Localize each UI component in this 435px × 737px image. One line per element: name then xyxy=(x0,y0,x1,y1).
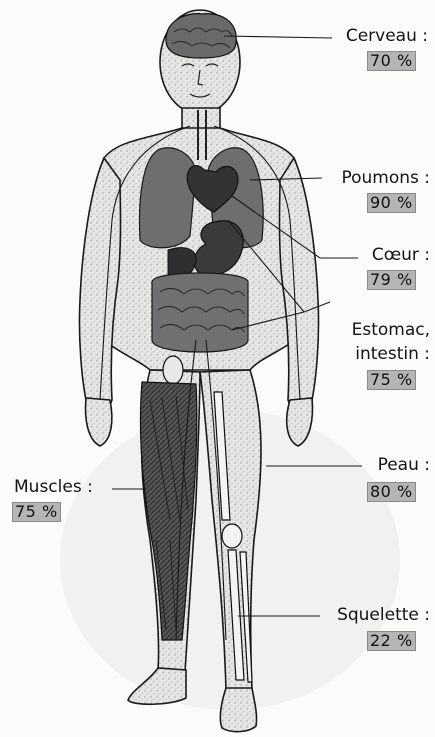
label-estomac-line2: intestin : xyxy=(332,344,430,364)
label-poumons: Poumons : xyxy=(322,168,430,188)
label-coeur: Cœur : xyxy=(356,245,430,265)
right-hand xyxy=(86,398,112,446)
bladder xyxy=(163,356,183,384)
left-foot xyxy=(220,688,256,732)
right-arm xyxy=(79,158,120,420)
value-muscles: 75 % xyxy=(12,502,61,522)
label-muscles: Muscles : xyxy=(14,477,110,497)
intestines xyxy=(152,273,248,352)
value-peau: 80 % xyxy=(367,482,416,502)
value-coeur: 79 % xyxy=(367,270,416,290)
value-estomac: 75 % xyxy=(367,370,416,390)
value-poumons: 90 % xyxy=(367,193,416,213)
label-cerveau: Cerveau : xyxy=(336,26,428,46)
pointer-cerveau xyxy=(224,36,332,38)
label-estomac-line1: Estomac, xyxy=(332,320,430,340)
value-cerveau: 70 % xyxy=(367,51,416,71)
value-squelette: 22 % xyxy=(367,631,416,651)
right-lung xyxy=(140,148,196,248)
label-peau: Peau : xyxy=(360,455,430,475)
label-squelette: Squelette : xyxy=(322,605,430,625)
